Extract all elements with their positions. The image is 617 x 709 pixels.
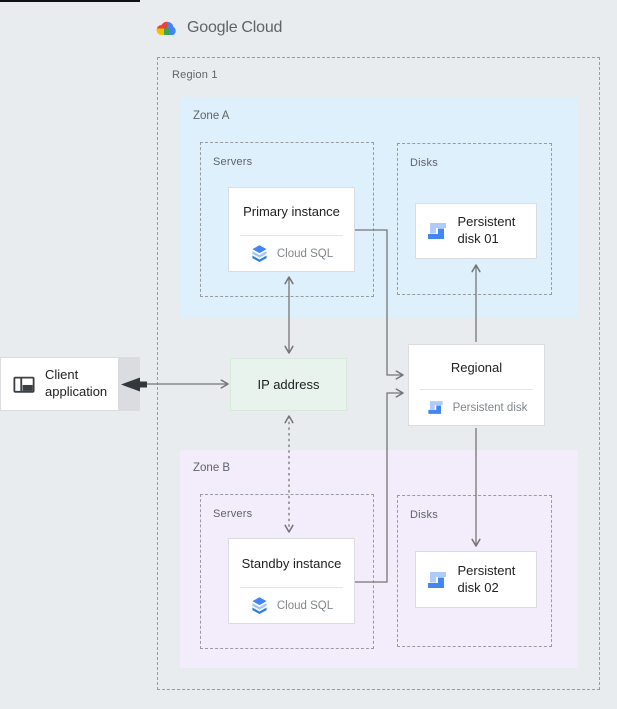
- persistent-disk-02-label: Persistent disk 02: [457, 562, 516, 595]
- standby-instance-product-label: Cloud SQL: [276, 599, 334, 612]
- standby-instance-card: Standby instance Cloud SQL: [228, 538, 355, 624]
- client-application-label: Client application: [45, 367, 108, 399]
- cloud-sql-icon: [252, 245, 267, 263]
- card-divider: [240, 587, 343, 588]
- card-divider: [420, 389, 533, 390]
- logo-word-cloud: Cloud: [241, 19, 283, 36]
- primary-instance-card: Primary instance Cloud SQL: [228, 187, 355, 272]
- zone-b-servers-label: Servers: [213, 508, 253, 520]
- persistent-disk-02-card: Persistent disk 02: [415, 551, 537, 608]
- zone-a-servers-label: Servers: [213, 156, 253, 168]
- google-cloud-logo-icon: [156, 21, 176, 35]
- persistent-disk-icon: [427, 571, 446, 588]
- regional-disk-subtitle: Persistent disk: [452, 401, 528, 414]
- ip-address-label: IP address: [257, 377, 320, 392]
- persistent-disk-icon: [427, 223, 446, 239]
- zone-a-label: Zone A: [193, 110, 230, 122]
- client-card-edge-strip: [119, 357, 140, 411]
- region-label: Region 1: [172, 69, 218, 81]
- cloud-sql-icon: [252, 597, 267, 615]
- zone-b-label: Zone B: [193, 462, 231, 474]
- client-application-card: Client application: [0, 357, 119, 411]
- persistent-disk-icon: [427, 401, 443, 414]
- primary-instance-title: Primary instance: [243, 204, 340, 219]
- regional-disk-card: Regional Persistent disk: [408, 344, 545, 426]
- ip-address-box: IP address: [230, 358, 347, 411]
- regional-disk-title: Regional: [450, 359, 503, 375]
- logo-word-google: Google: [187, 19, 238, 36]
- primary-instance-product-label: Cloud SQL: [276, 247, 334, 260]
- persistent-disk-01-card: Persistent disk 01: [415, 203, 537, 259]
- zone-b-disks-label: Disks: [410, 509, 438, 521]
- primary-instance-product-row: Cloud SQL: [229, 236, 354, 271]
- regional-disk-product-row: Persistent disk: [409, 390, 544, 425]
- standby-instance-product-row: Cloud SQL: [229, 588, 354, 623]
- client-application-icon: [13, 376, 35, 393]
- top-border-line: [0, 0, 140, 2]
- persistent-disk-01-label: Persistent disk 01: [457, 214, 516, 246]
- standby-instance-title: Standby instance: [241, 555, 342, 571]
- region-1-container: Region 1: [157, 57, 600, 690]
- zone-a-disks-label: Disks: [410, 157, 438, 169]
- zone-a-disks-group: Disks: [397, 143, 552, 295]
- card-divider: [240, 235, 343, 236]
